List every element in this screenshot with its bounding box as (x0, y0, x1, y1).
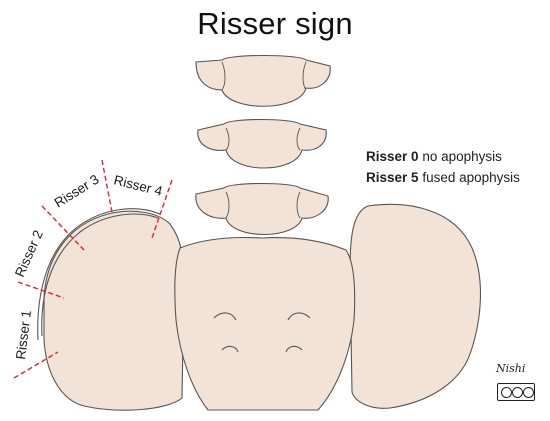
label-risser-3: Risser 3 (52, 172, 102, 211)
legend: Risser 0 no apophysis Risser 5 fused apo… (366, 146, 520, 188)
iliac-apophysis-inner (41, 213, 159, 337)
sacral-foramen-left-2 (221, 345, 239, 353)
diagram-title: Risser sign (197, 6, 353, 41)
vertebra-l4 (197, 119, 327, 169)
author-signature: Nishi (496, 362, 526, 375)
marker-r2-r3 (41, 205, 85, 251)
iliac-apophysis-outer (37, 208, 161, 341)
marker-r4-end (151, 179, 173, 239)
label-risser-2: Risser 2 (12, 228, 46, 279)
legend-row-risser-5: Risser 5 fused apophysis (366, 167, 520, 188)
legend-grade: Risser 0 (366, 149, 419, 164)
legend-row-risser-0: Risser 0 no apophysis (366, 146, 520, 167)
marker-r3-r4 (101, 159, 113, 213)
creative-commons-badge-icon (497, 383, 535, 401)
legend-desc: no apophysis (422, 149, 502, 164)
marker-r1-bottom (13, 351, 59, 379)
sacral-foramen-right-2 (285, 345, 303, 353)
legend-grade: Risser 5 (366, 170, 419, 185)
marker-r1-r2 (17, 281, 65, 299)
label-risser-4: Risser 4 (112, 172, 164, 199)
vertebra-l3 (195, 54, 331, 107)
left-iliac-wing (43, 210, 185, 411)
label-risser-1: Risser 1 (13, 309, 34, 360)
legend-desc: fused apophysis (422, 170, 520, 185)
sacral-foramen-right-1 (287, 312, 311, 321)
vertebra-l5 (195, 183, 329, 235)
right-iliac-wing (349, 203, 482, 409)
sacrum (174, 236, 356, 411)
risser-markers (13, 159, 173, 379)
sacral-foramen-left-1 (213, 312, 237, 321)
